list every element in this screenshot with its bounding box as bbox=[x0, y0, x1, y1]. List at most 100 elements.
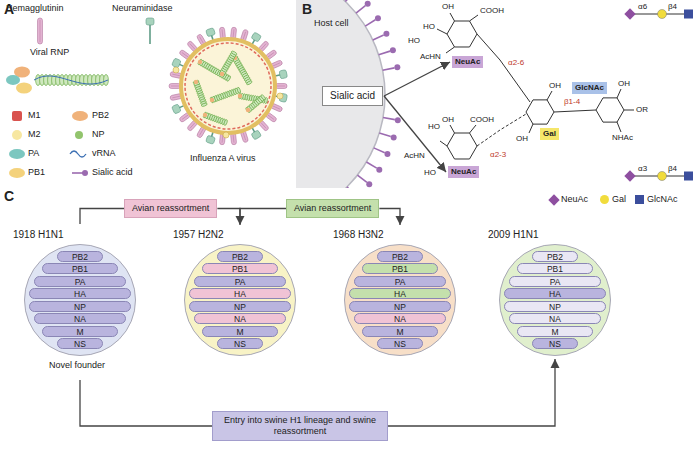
segment-name: HA bbox=[74, 289, 86, 299]
legend-text: Viral RNP bbox=[30, 47, 69, 58]
segment-name: NA bbox=[234, 314, 246, 324]
atom-label: AcHN bbox=[404, 151, 425, 161]
segment-name: NP bbox=[234, 302, 246, 312]
genome-circle: 1918 H1N1PB2PB1PAHANPNAMNS bbox=[24, 244, 136, 356]
legend-text: Gal bbox=[612, 194, 626, 205]
gene-segment: PB2 bbox=[377, 251, 422, 262]
rnp-coil bbox=[203, 112, 228, 126]
atom-label: OH bbox=[618, 79, 630, 89]
legend-swatch bbox=[548, 194, 559, 205]
box-text: GlcNAc bbox=[575, 83, 604, 92]
gene-segment: PA bbox=[34, 276, 127, 287]
glycan-structure bbox=[437, 13, 634, 159]
gene-segment: NS bbox=[217, 338, 262, 349]
legend-swatch bbox=[9, 149, 25, 159]
gene-segment: PB2 bbox=[217, 251, 262, 262]
segment-name: HA bbox=[394, 289, 406, 299]
segment-name: PB1 bbox=[547, 264, 563, 274]
gene-segment: NA bbox=[509, 313, 602, 324]
atom-label: OH bbox=[516, 134, 528, 144]
pb1-blob bbox=[16, 83, 32, 94]
caption-label: Host cell bbox=[314, 18, 349, 28]
gene-segment: PA bbox=[354, 276, 447, 287]
segment-name: PA bbox=[235, 277, 246, 287]
gene-segment: PA bbox=[194, 276, 287, 287]
rnp-coil bbox=[232, 55, 253, 85]
gene-segment: HA bbox=[189, 288, 291, 299]
hemagglutinin-spike bbox=[38, 18, 43, 44]
linkage-label: β4 bbox=[668, 164, 677, 174]
gene-segment: NP bbox=[29, 301, 131, 312]
host-cell bbox=[296, 0, 401, 188]
segment-name: NS bbox=[234, 339, 246, 349]
linkage-label: α2-6 bbox=[508, 58, 524, 68]
legend-text: Sialic acid bbox=[92, 167, 133, 178]
legend-swatch bbox=[12, 130, 22, 140]
linkage-label: α3 bbox=[638, 164, 647, 174]
atom-label: HO bbox=[408, 36, 420, 46]
atom-label: OR bbox=[636, 105, 648, 115]
legend-swatch bbox=[600, 195, 609, 204]
connector-arrow bbox=[80, 209, 124, 225]
segment-name: NP bbox=[74, 302, 86, 312]
sugar-label: GlcNAc bbox=[572, 82, 607, 94]
vrna-sample bbox=[70, 151, 86, 157]
segment-name: M bbox=[551, 327, 558, 337]
legend-swatch bbox=[12, 111, 22, 121]
gene-segment: NP bbox=[504, 301, 606, 312]
legend-text: PB1 bbox=[28, 167, 45, 178]
segment-name: PB1 bbox=[392, 264, 408, 274]
gene-segment: PB1 bbox=[517, 263, 594, 274]
segment-name: NA bbox=[394, 314, 406, 324]
atom-label: HO bbox=[423, 22, 435, 32]
box-text: NeuAc bbox=[455, 57, 480, 66]
segment-name: HA bbox=[234, 289, 246, 299]
gene-segment: PB2 bbox=[57, 251, 102, 262]
caption-label: Influenza A virus bbox=[190, 153, 256, 163]
legend-text: NeuAc bbox=[561, 194, 588, 205]
connector-arrow bbox=[384, 62, 450, 96]
legend-text: Hemagglutinin bbox=[6, 3, 64, 14]
atom-label: COOH bbox=[480, 6, 504, 16]
caption-label: Novel founder bbox=[49, 360, 105, 370]
glycan-symbols bbox=[624, 8, 693, 181]
sugar-label: NeuAc bbox=[448, 166, 479, 178]
segment-name: PB1 bbox=[72, 264, 88, 274]
segment-name: PA bbox=[75, 277, 86, 287]
gene-segment: HA bbox=[504, 288, 606, 299]
gene-segment: PA bbox=[509, 276, 602, 287]
rnp-coil bbox=[34, 75, 108, 86]
legend-text: GlcNAc bbox=[647, 194, 678, 205]
segment-name: NS bbox=[74, 339, 86, 349]
neuraminidase-spike bbox=[146, 18, 154, 44]
atom-label: OH bbox=[442, 115, 454, 125]
segment-name: PA bbox=[550, 277, 561, 287]
gene-segment: PB1 bbox=[202, 263, 279, 274]
segment-name: M bbox=[396, 327, 403, 337]
linkage-label: β4 bbox=[668, 2, 677, 12]
genome-circle: 1968 H3N2PB2PB1PAHANPNAMNS bbox=[344, 244, 456, 356]
rnp-coil bbox=[197, 59, 231, 82]
gene-segment: NS bbox=[532, 338, 577, 349]
segment-name: M bbox=[236, 327, 243, 337]
sugar-label: Gal bbox=[540, 128, 559, 140]
connector-arrow bbox=[379, 209, 400, 226]
connector-arrow bbox=[384, 96, 446, 172]
gene-segment: NP bbox=[349, 301, 451, 312]
strain-heading: 2009 H1N1 bbox=[488, 229, 539, 240]
segment-name: M bbox=[76, 327, 83, 337]
gene-segment: NA bbox=[34, 313, 127, 324]
legend-text: M1 bbox=[28, 110, 41, 121]
legend-swatch bbox=[9, 168, 25, 178]
panel-letter: B bbox=[302, 1, 312, 17]
rnp-coil bbox=[210, 87, 241, 103]
segment-name: PB1 bbox=[232, 264, 248, 274]
legend-swatch bbox=[72, 111, 88, 121]
strain-heading: 1968 H3N2 bbox=[333, 229, 384, 240]
rnp-coil bbox=[245, 94, 266, 113]
gene-segment: NA bbox=[354, 313, 447, 324]
segment-name: PB2 bbox=[392, 252, 408, 262]
linkage-label: α6 bbox=[638, 2, 647, 12]
gene-segment: NA bbox=[194, 313, 287, 324]
